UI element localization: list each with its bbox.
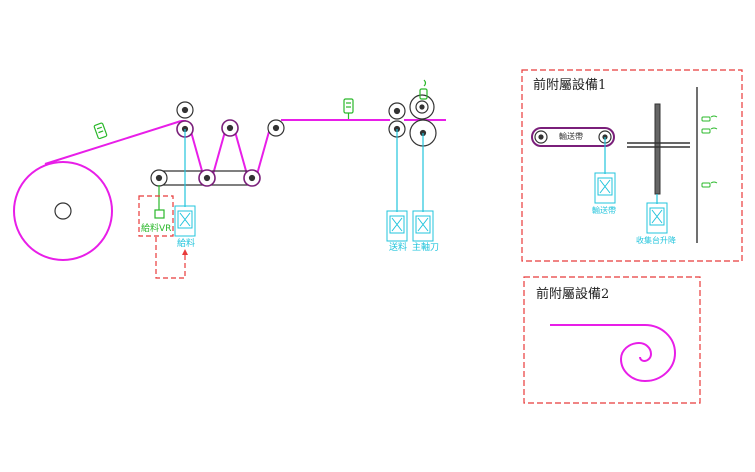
- feed-vr-frame: [138, 195, 186, 279]
- feed-motor-icon: [174, 205, 196, 237]
- lift-screw: [627, 103, 690, 195]
- lift-motor-icon: [646, 202, 668, 234]
- accessory-box-2: [523, 276, 701, 404]
- winding-spiral: [550, 324, 677, 383]
- roller-dancer-1: [221, 119, 239, 137]
- spindle-motor-label: 主軸刀: [412, 243, 440, 253]
- feed-arrow-icon: [182, 249, 188, 255]
- roller-top-1: [176, 101, 194, 119]
- conveyor-motor-icon: [594, 172, 616, 204]
- web-sensor-icon: [343, 98, 354, 119]
- supply-roll-core: [54, 202, 72, 220]
- accessory-box-1: [521, 69, 743, 262]
- feed-vr-sensor-icon: [154, 185, 165, 219]
- spindle-motor-icon: [412, 210, 434, 242]
- tension-sensor-icon: [93, 122, 108, 140]
- roller-lower-2: [198, 169, 216, 187]
- roller-pull-top: [388, 102, 406, 120]
- roller-knife-top: [409, 94, 435, 120]
- roller-lower-1: [150, 169, 168, 187]
- conveyor-label: 輸送帶: [559, 132, 583, 141]
- stack-sensor-icons: [701, 115, 718, 188]
- pull-motor-icon: [386, 210, 408, 242]
- roller-lower-3: [243, 169, 261, 187]
- lift-motor-label: 收集台升降: [636, 236, 676, 245]
- box2-title: 前附屬設備2: [536, 287, 610, 302]
- roller-dancer-2: [267, 119, 285, 137]
- pull-motor-label: 送料: [389, 243, 408, 253]
- material-supply-roll: [13, 161, 113, 261]
- material-web: [13, 119, 446, 261]
- conveyor-motor-label: 輸送帶: [592, 206, 616, 215]
- knife-sensor-icon: [419, 79, 428, 100]
- feed-motor-label: 給料: [177, 239, 196, 249]
- box1-title: 前附屬設備1: [533, 78, 607, 93]
- feed-vr-label: 給料VR: [141, 224, 172, 234]
- drive-lines: [184, 129, 424, 212]
